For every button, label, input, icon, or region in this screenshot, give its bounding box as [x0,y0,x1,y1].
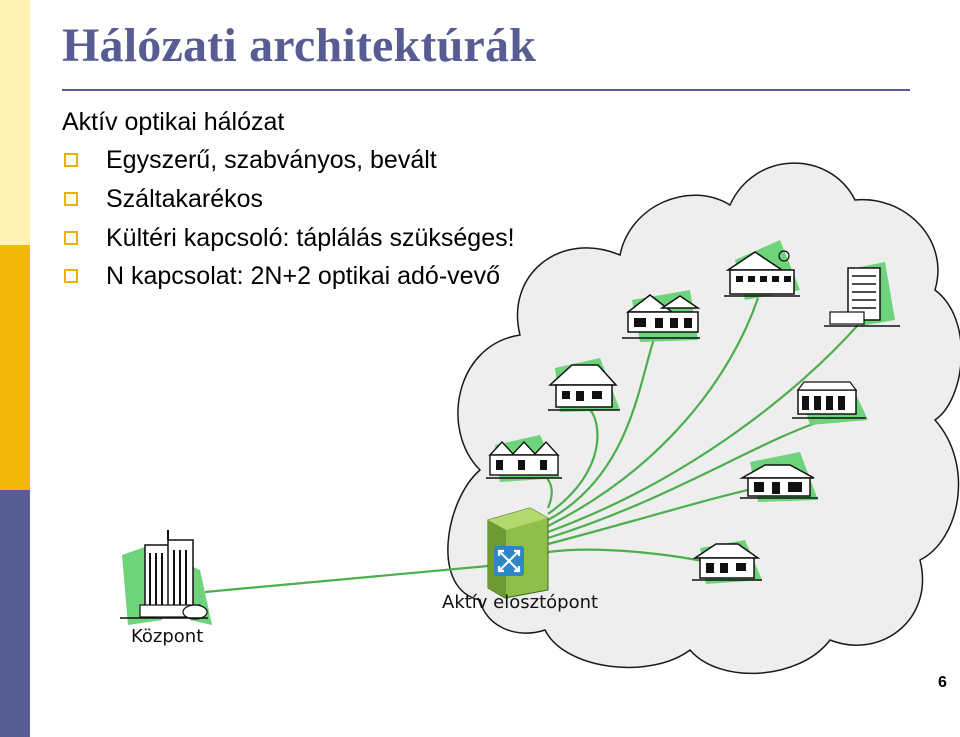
bullet-text: Száltakarékos [106,184,264,213]
drop-fiber [547,324,859,534]
sidebar-segment-light-yellow [0,0,30,245]
page-number: 6 [938,674,947,691]
fiber-lines [204,297,859,594]
bullet-square-icon [64,269,78,283]
sun-icon [778,250,790,262]
bullet-text: N kapcsolat: 2N+2 optikai adó-vevő [106,261,500,290]
bullet-text: Kültéri kapcsoló: táplálás szükséges! [106,223,515,252]
house-icon [622,290,701,342]
central-office-icon [120,530,212,625]
villa-icon [692,540,762,584]
drop-fiber [547,297,760,527]
cottage-icon [548,358,620,412]
bullet-item: N kapcsolat: 2N+2 optikai adó-vevő [62,260,500,292]
shop-row-icon [792,381,868,425]
apartment-block-icon [724,240,800,300]
drop-fiber [547,409,599,515]
bullet-square-icon [64,192,78,206]
office-tower-icon [824,262,900,327]
bullet-square-icon [64,231,78,245]
sidebar-decoration [0,0,30,737]
sidebar-segment-gold [0,245,30,490]
slide-subtitle: Aktív optikai hálózat [62,108,285,136]
bullet-item: Kültéri kapcsoló: táplálás szükséges! [62,222,515,254]
bullet-text: Egyszerű, szabványos, bevált [106,145,437,174]
title-underline [62,89,910,91]
bullet-item: Száltakarékos [62,183,263,215]
bullet-square-icon [64,153,78,167]
bullet-item: Egyszerű, szabványos, bevált [62,144,437,176]
farmhouse-icon [739,452,818,502]
crossed-arrows-icon [497,549,521,573]
townhouses-icon [486,435,562,482]
drop-fiber [547,418,826,540]
slide-title: Hálózati architektúrák [62,19,537,72]
active-switch-cabinet-icon [487,507,549,599]
distribution-point-label: Aktív elosztópont [442,592,598,613]
feeder-fiber [204,564,489,594]
sidebar-segment-blue [0,490,30,737]
central-office-label: Központ [131,626,203,647]
service-area-cloud [447,162,960,675]
